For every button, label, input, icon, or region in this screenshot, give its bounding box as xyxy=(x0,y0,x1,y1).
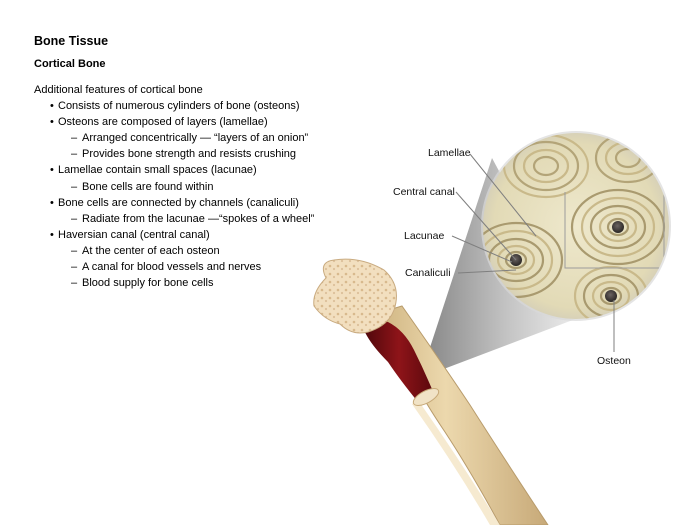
intro-text: Additional features of cortical bone xyxy=(34,84,203,96)
page-title: Bone Tissue xyxy=(34,34,109,48)
leader-canaliculi xyxy=(457,269,517,274)
bullet-osteons: Consists of numerous cylinders of bone (… xyxy=(34,98,314,114)
bone-epiphysis xyxy=(313,258,397,334)
osteon-1 xyxy=(570,188,666,266)
feature-list: Additional features of cortical bone Con… xyxy=(34,82,314,291)
label-osteon: Osteon xyxy=(597,355,631,367)
bone-cross-section xyxy=(412,388,440,406)
leader-lamellae xyxy=(469,153,537,237)
label-central-canal: Central canal xyxy=(393,186,455,198)
sub-bullet-strength: Provides bone strength and resists crush… xyxy=(34,146,314,162)
bone-shaft-highlight xyxy=(412,400,500,525)
sub-bullet-vessels: A canal for blood vessels and nerves xyxy=(34,259,314,275)
central-canal xyxy=(605,290,617,302)
long-bone xyxy=(313,258,549,525)
section-subtitle: Cortical Bone xyxy=(34,58,106,70)
label-lacunae: Lacunae xyxy=(404,230,444,242)
magnified-osteons xyxy=(481,131,671,321)
bullet-lamellae: Osteons are composed of layers (lamellae… xyxy=(34,114,314,130)
central-canal xyxy=(612,221,624,233)
sub-bullet-center: At the center of each osteon xyxy=(34,243,314,259)
sub-bullet-blood-supply: Blood supply for bone cells xyxy=(34,275,314,291)
bone-marrow xyxy=(364,321,434,402)
sub-bullet-bone-cells: Bone cells are found within xyxy=(34,179,314,195)
sub-bullet-concentric: Arranged concentrically — “layers of an … xyxy=(34,130,314,146)
bullet-lacunae: Lamellae contain small spaces (lacunae) xyxy=(34,162,314,178)
leader-central-canal xyxy=(455,191,517,261)
label-canaliculi: Canaliculi xyxy=(405,267,451,279)
bullet-canaliculi: Bone cells are connected by channels (ca… xyxy=(34,195,314,211)
sub-bullet-radiate: Radiate from the lacunae —“spokes of a w… xyxy=(34,211,314,227)
leader-lacunae xyxy=(451,235,513,263)
bullet-haversian-canal: Haversian canal (central canal) xyxy=(34,227,314,243)
label-lamellae: Lamellae xyxy=(428,147,471,159)
osteon-outline xyxy=(564,192,665,269)
